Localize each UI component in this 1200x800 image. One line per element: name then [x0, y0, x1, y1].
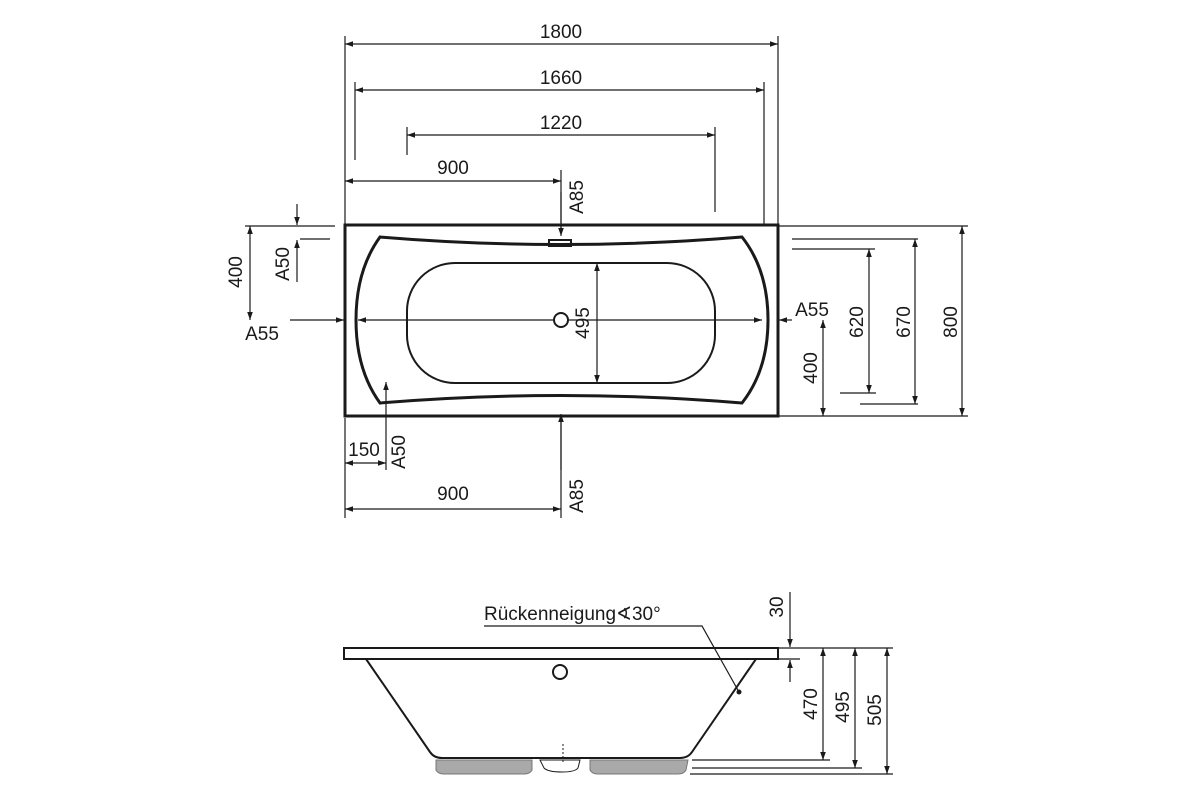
a55-left-label: A55 — [245, 324, 279, 345]
side-foot-right — [589, 759, 689, 775]
tub-basin-shape — [406, 262, 716, 384]
overflow-icon — [548, 239, 572, 247]
backrest-angle: 30° — [632, 604, 661, 625]
dim-150: 150 — [348, 440, 380, 461]
side-foot-left — [435, 759, 533, 775]
side-foot-center — [539, 759, 581, 773]
dim-400-right: 400 — [801, 352, 822, 384]
dim-495-side: 495 — [833, 691, 854, 723]
dim-30: 30 — [767, 596, 788, 617]
dim-470: 470 — [801, 688, 822, 720]
dim-900-top: 900 — [437, 158, 469, 179]
dim-1660: 1660 — [540, 68, 582, 89]
dim-670: 670 — [894, 306, 915, 338]
side-tub-body — [365, 658, 757, 759]
backrest-leader — [484, 625, 740, 693]
side-overflow-icon — [552, 664, 568, 680]
dim-495-inner: 495 — [573, 307, 594, 339]
dim-1800: 1800 — [540, 22, 582, 43]
top-view: 1800 1660 1220 900 900 150 A50 A85 A85 A… — [226, 22, 968, 518]
a55-right-label: A55 — [795, 300, 829, 321]
a85-top-label: A85 — [567, 180, 588, 214]
dim-505: 505 — [865, 694, 886, 726]
tub-rim-shape — [354, 235, 770, 405]
a50-left-label: A50 — [273, 247, 294, 281]
top-extension-lines — [245, 36, 968, 518]
backrest-leader-dot — [736, 689, 742, 695]
side-extension-lines — [690, 647, 893, 775]
angle-symbol-icon: ∢ — [616, 604, 632, 625]
dim-1220: 1220 — [540, 113, 582, 134]
dim-620: 620 — [847, 306, 868, 338]
backrest-text: Rückenneigung — [484, 604, 616, 625]
dim-900-bottom: 900 — [437, 484, 469, 505]
a50-bottom-label: A50 — [389, 435, 410, 469]
backrest-label: Rückenneigung∢30° — [484, 604, 661, 625]
drain-icon — [553, 312, 569, 328]
dim-800: 800 — [941, 306, 962, 338]
side-view: Rückenneigung∢30° 30 470 495 505 — [343, 592, 893, 775]
side-rim — [343, 647, 779, 660]
dim-400-left: 400 — [226, 256, 247, 288]
a85-bottom-label: A85 — [567, 479, 588, 513]
